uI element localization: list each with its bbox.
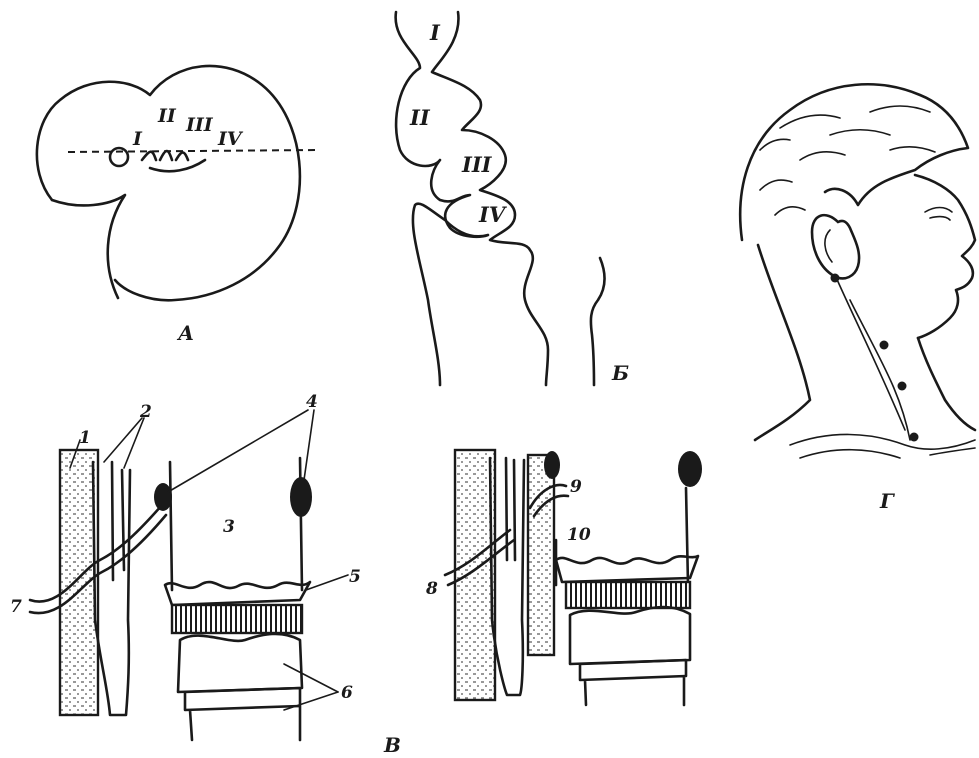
neck-back bbox=[755, 245, 810, 440]
trachea-rings-left bbox=[185, 688, 300, 740]
fistula-marker-1 bbox=[831, 274, 840, 283]
leader-4a bbox=[168, 410, 308, 492]
arch-label-ii: II bbox=[157, 105, 177, 127]
num-10: 10 bbox=[567, 525, 591, 545]
panel-letter-c: В bbox=[383, 733, 401, 757]
embryo-body-curve bbox=[52, 195, 125, 298]
parathyroid-right-view-small bbox=[544, 451, 560, 479]
cricoid-cartilage-right bbox=[570, 607, 690, 664]
hair-strokes bbox=[760, 106, 935, 215]
arch-label-iv: IV bbox=[217, 128, 244, 150]
parathyroid-right-view-large bbox=[678, 451, 702, 487]
trachea-rings-right bbox=[580, 660, 686, 705]
pouch-label-ii: II bbox=[409, 105, 431, 130]
pharynx-wall-right bbox=[432, 12, 548, 385]
pouch-label-i: I bbox=[429, 20, 441, 45]
muscle-strip-right bbox=[528, 455, 554, 655]
thyroid-cartilage-band-right bbox=[566, 582, 690, 608]
pharynx-outer-right bbox=[591, 258, 605, 385]
section-line bbox=[68, 150, 318, 152]
arch-ridges bbox=[142, 151, 205, 171]
num-5: 5 bbox=[349, 567, 361, 587]
num-3: 3 bbox=[223, 517, 235, 537]
hyoid-bone-right bbox=[556, 556, 698, 582]
panel-letter-d: Г bbox=[879, 489, 895, 513]
thyroid-sac bbox=[170, 458, 302, 590]
neck-front bbox=[918, 338, 975, 430]
num-8: 8 bbox=[425, 579, 438, 599]
embryo-head-outline bbox=[37, 66, 300, 300]
num-2: 2 bbox=[139, 402, 152, 422]
num-4: 4 bbox=[306, 392, 318, 412]
parathyroid-right-upper bbox=[290, 477, 312, 517]
arch-label-iii: III bbox=[185, 114, 214, 136]
eye-detail bbox=[925, 208, 952, 221]
pharynx-wall-left bbox=[396, 12, 488, 385]
muscle-block-right bbox=[455, 450, 495, 700]
panel-d-head-profile: Г bbox=[740, 84, 975, 513]
fistula-marker-4 bbox=[910, 433, 919, 442]
leader-4b bbox=[304, 410, 314, 480]
fistula-marker-2 bbox=[880, 341, 889, 350]
fistula-marker-3 bbox=[898, 382, 907, 391]
ear-inner bbox=[825, 230, 832, 262]
neck-muscle-line bbox=[835, 275, 910, 440]
num-9: 9 bbox=[570, 477, 582, 497]
collar-lines bbox=[790, 434, 975, 458]
hyoid-bone-left bbox=[165, 582, 310, 605]
leader-5 bbox=[306, 575, 348, 590]
arch-label-i: I bbox=[132, 128, 143, 150]
cricoid-cartilage-left bbox=[178, 634, 302, 692]
ear bbox=[812, 215, 859, 278]
panel-letter-b: Б bbox=[611, 361, 629, 385]
leader-2b bbox=[124, 418, 144, 468]
thyroid-cartilage-band-left bbox=[172, 605, 302, 633]
pouch-label-iii: III bbox=[461, 152, 493, 177]
panel-c-neck-structures: 1 2 3 4 5 6 7 8 9 10 В bbox=[10, 392, 702, 757]
leader-6b bbox=[284, 692, 338, 710]
leader-2a bbox=[104, 418, 142, 462]
num-1: 1 bbox=[79, 428, 91, 448]
num-6: 6 bbox=[341, 683, 353, 703]
pouch-label-iv: IV bbox=[478, 202, 508, 227]
panel-b-pouches: I II III IV Б bbox=[396, 12, 629, 385]
face-profile bbox=[915, 175, 975, 338]
num-7: 7 bbox=[10, 597, 22, 617]
panel-letter-a: А bbox=[176, 321, 194, 345]
panel-a-embryo: I II III IV А bbox=[37, 66, 318, 345]
